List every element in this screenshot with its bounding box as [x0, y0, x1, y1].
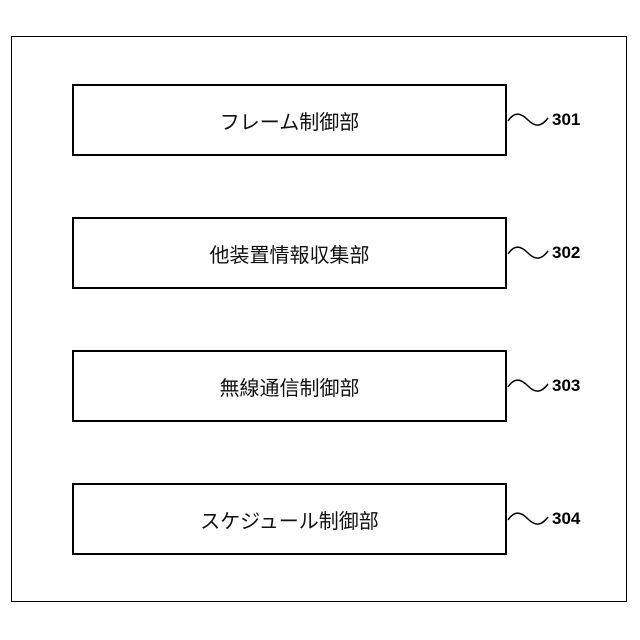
block-label: スケジュール制御部 [200, 505, 379, 534]
block-label: 他装置情報収集部 [210, 239, 370, 268]
ref-leader-303 [508, 379, 548, 393]
block-schedule-control: スケジュール制御部 [72, 483, 507, 555]
ref-number-301: 301 [552, 110, 580, 130]
block-other-device-info-collection: 他装置情報収集部 [72, 217, 507, 289]
ref-leader-302 [508, 246, 548, 260]
block-frame-control: フレーム制御部 [72, 84, 507, 156]
block-wireless-communication-control: 無線通信制御部 [72, 350, 507, 422]
ref-number-302: 302 [552, 243, 580, 263]
ref-number-304: 304 [552, 509, 580, 529]
block-label: 無線通信制御部 [220, 372, 360, 401]
ref-leader-304 [508, 512, 548, 526]
ref-number-303: 303 [552, 376, 580, 396]
block-label: フレーム制御部 [220, 106, 359, 135]
ref-leader-301 [508, 113, 548, 127]
